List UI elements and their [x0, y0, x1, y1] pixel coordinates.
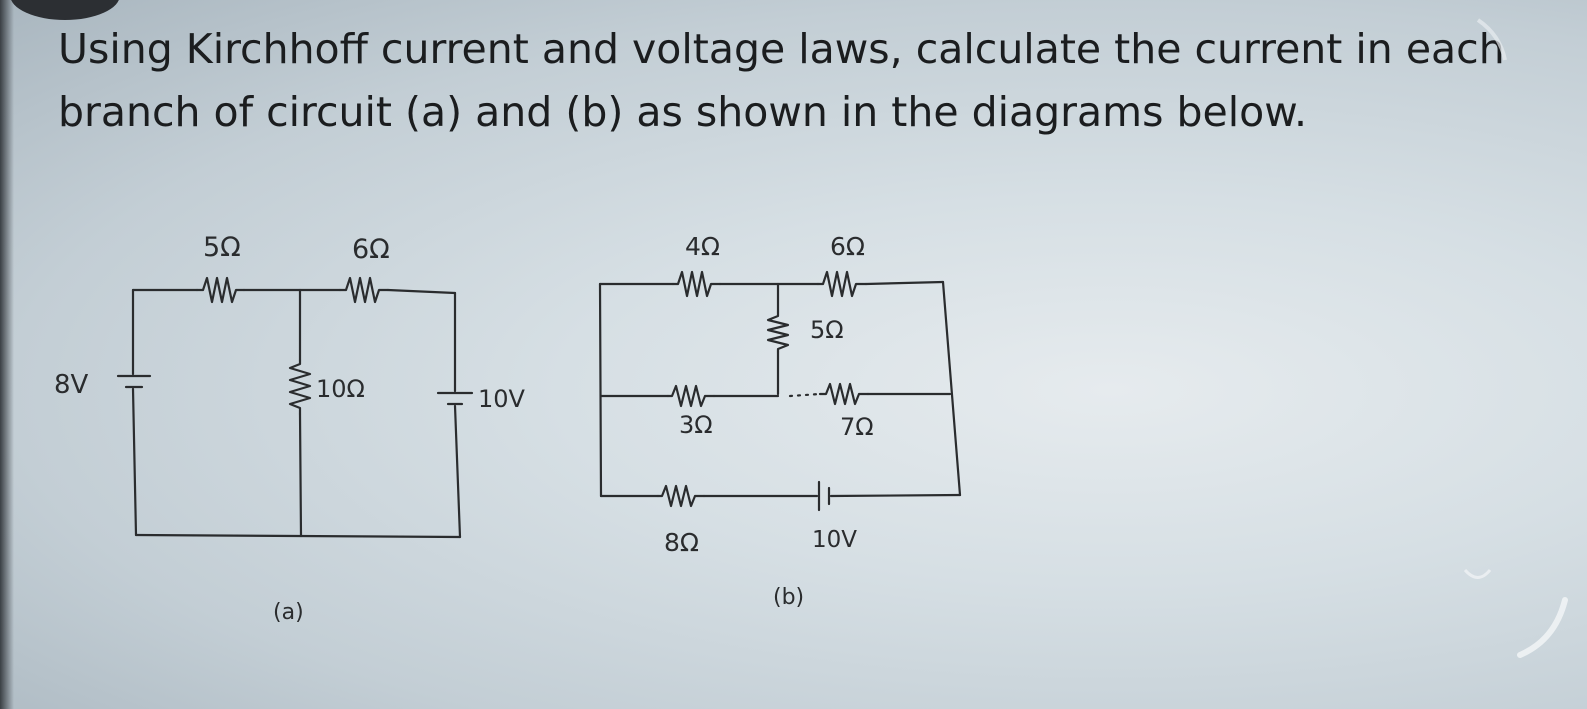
a-label-10v: 10V — [478, 385, 526, 413]
a-wire-right-lower — [453, 404, 462, 539]
b-label-6ohm: 6Ω — [830, 232, 865, 261]
question-text: Using Kirchhoff current and voltage laws… — [58, 18, 1558, 144]
b-label-10v: 10V — [812, 527, 857, 553]
b-resistor-7ohm — [818, 382, 870, 406]
a-label-10ohm: 10Ω — [316, 375, 365, 403]
b-resistor-3ohm — [666, 384, 716, 408]
b-label-3ohm: 3Ω — [679, 411, 713, 439]
screen-glare-top-right — [1476, 18, 1507, 61]
question-line-2: branch of circuit (a) and (b) as shown i… — [58, 88, 1308, 136]
a-resistor-10ohm — [288, 358, 312, 416]
b-label-4ohm: 4Ω — [685, 232, 720, 261]
a-wire-left-lower — [131, 387, 138, 537]
question-line-1: Using Kirchhoff current and voltage laws… — [58, 25, 1505, 73]
caption-b: (b) — [773, 585, 805, 610]
a-resistor-6ohm — [338, 276, 390, 304]
dark-corner — [10, 0, 120, 20]
screen-glare-bottom-right — [1517, 597, 1568, 658]
circuit-b: 4Ω 6Ω 5Ω 3Ω 7Ω 8Ω 10V — [598, 232, 962, 557]
b-resistor-6ohm — [816, 270, 868, 298]
b-label-5ohm: 5Ω — [810, 316, 844, 344]
a-wire-bottom — [134, 533, 462, 539]
b-wire-left — [598, 282, 603, 498]
screen-edge-shadow — [0, 0, 14, 709]
b-label-8ohm: 8Ω — [664, 528, 699, 557]
b-label-7ohm: 7Ω — [840, 413, 874, 441]
b-wire-top-right — [864, 280, 945, 286]
screen-glare-arc — [1463, 568, 1492, 579]
a-wire-top-right — [386, 288, 457, 295]
b-resistor-5ohm — [766, 310, 790, 354]
b-wire-mid-gap — [788, 392, 822, 398]
b-wire-right — [941, 280, 962, 497]
a-label-6ohm: 6Ω — [352, 234, 390, 265]
circuit-a: 5Ω 6Ω 10Ω 8V 10V — [54, 232, 526, 539]
b-resistor-8ohm — [656, 484, 706, 508]
b-wire-bottom-right — [829, 493, 962, 498]
a-resistor-5ohm — [195, 276, 246, 304]
a-wire-mid-lower — [298, 412, 303, 538]
a-label-5ohm: 5Ω — [203, 232, 241, 263]
caption-a: (a) — [273, 600, 304, 625]
b-resistor-4ohm — [671, 270, 722, 298]
a-label-8v: 8V — [54, 370, 89, 400]
